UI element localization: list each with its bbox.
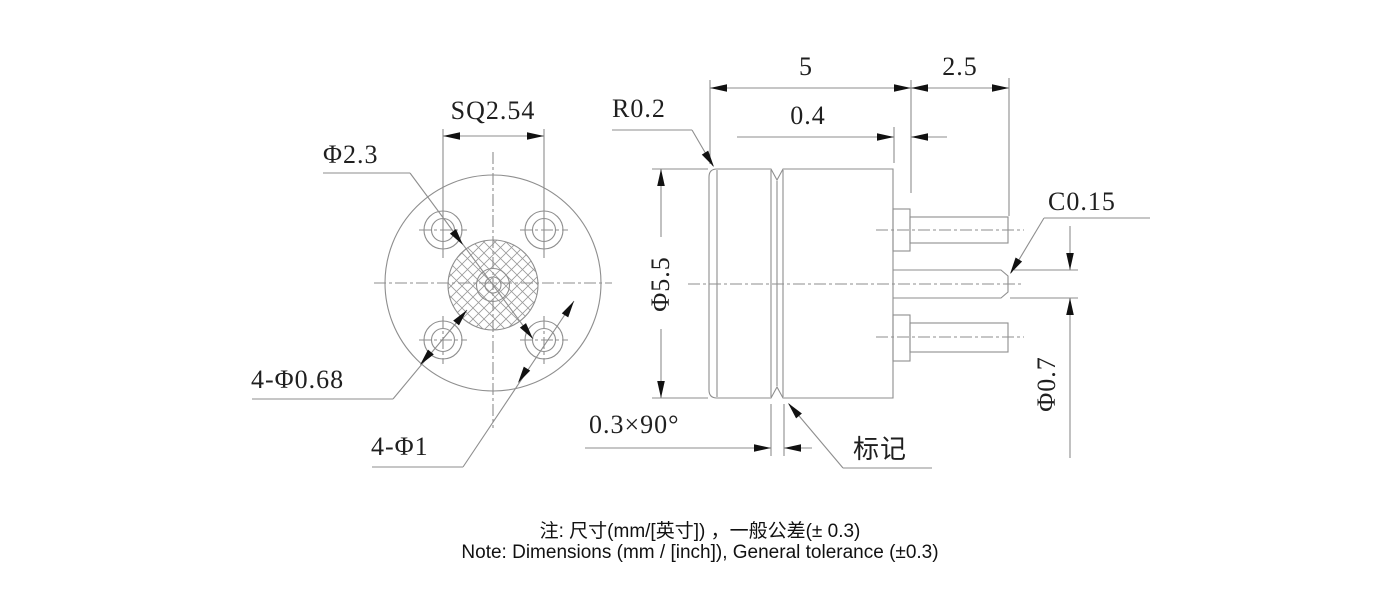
dim-pin-length: 2.5 bbox=[942, 52, 978, 81]
dim-hole-dia-small: 4-Φ0.68 bbox=[251, 365, 345, 394]
dim-tip-chamfer: C0.15 bbox=[1048, 187, 1116, 216]
side-view-linework bbox=[585, 78, 1150, 469]
front-view-linework bbox=[252, 129, 612, 468]
dim-center-dia: Φ2.3 bbox=[323, 140, 379, 169]
note-line-cn: 注: 尺寸(mm/[英寸]) ，一般公差(± 0.3) bbox=[539, 521, 861, 542]
dim-body-dia: Φ5.5 bbox=[646, 256, 675, 312]
dim-square-pitch: SQ2.54 bbox=[450, 96, 536, 125]
dim-groove-chamfer: 0.3×90° bbox=[589, 410, 680, 439]
front-centerlines bbox=[374, 152, 612, 428]
dim-pin-dia: Φ0.7 bbox=[1032, 356, 1061, 412]
dim-body-length: 5 bbox=[799, 52, 813, 81]
note-line-en: Note: Dimensions (mm / [inch]), General … bbox=[461, 542, 939, 563]
label-marking: 标记 bbox=[853, 435, 908, 464]
dim-step-length: 0.4 bbox=[790, 101, 826, 130]
body-outline bbox=[708, 168, 894, 399]
side-centerlines bbox=[688, 229, 1024, 338]
dim-hole-dia-large: 4-Φ1 bbox=[371, 432, 429, 461]
dimension-arrows bbox=[420, 84, 1074, 452]
dim-fillet-radius: R0.2 bbox=[612, 94, 666, 123]
